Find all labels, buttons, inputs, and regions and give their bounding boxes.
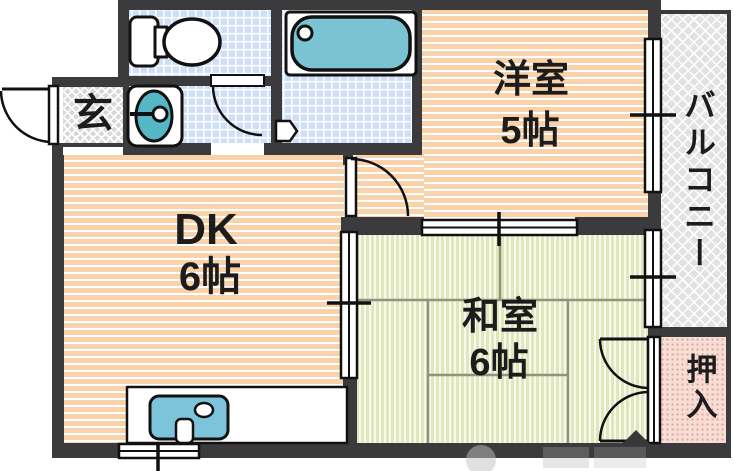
western-room-size: 5帖 <box>500 110 560 152</box>
watermark <box>466 430 651 471</box>
kitchen-sink-icon <box>125 385 349 445</box>
windows <box>117 37 676 471</box>
window-western-balcony <box>630 37 676 194</box>
western-room-label: 洋室 <box>492 59 570 101</box>
western-room-floor-lower <box>356 153 424 219</box>
walls <box>52 0 731 458</box>
entrance-floor <box>63 87 123 143</box>
western-room-floor <box>418 9 648 219</box>
entrance-door <box>0 84 60 146</box>
japanese-room-size: 6帖 <box>469 342 529 384</box>
doors <box>0 74 650 443</box>
dk-label: DK <box>174 205 238 254</box>
western-room-door <box>344 156 410 218</box>
tatami-lines <box>357 237 648 443</box>
sliding-door-western-japanese <box>420 212 579 246</box>
japanese-room-label: 和室 <box>461 296 539 338</box>
sliding-door-dk-japanese <box>327 230 371 380</box>
closet-floor <box>660 337 726 443</box>
washroom-doorway <box>211 143 264 155</box>
closet-double-doors <box>598 337 650 443</box>
entrance-label: 玄 <box>73 92 113 136</box>
closet-door-track <box>646 335 662 445</box>
bath-entry-marker <box>274 119 299 143</box>
toilet-icon <box>128 15 222 68</box>
window-japanese-balcony <box>630 228 676 329</box>
balcony-floor <box>661 14 727 327</box>
balcony-label: バルコニー <box>680 88 716 274</box>
closet-label: 押入 <box>681 353 717 423</box>
bathtub-icon <box>284 10 418 77</box>
entrance-step <box>63 147 123 155</box>
washbasin-icon <box>126 84 184 148</box>
dk-size: 6帖 <box>178 255 242 299</box>
washroom-door <box>210 74 265 137</box>
